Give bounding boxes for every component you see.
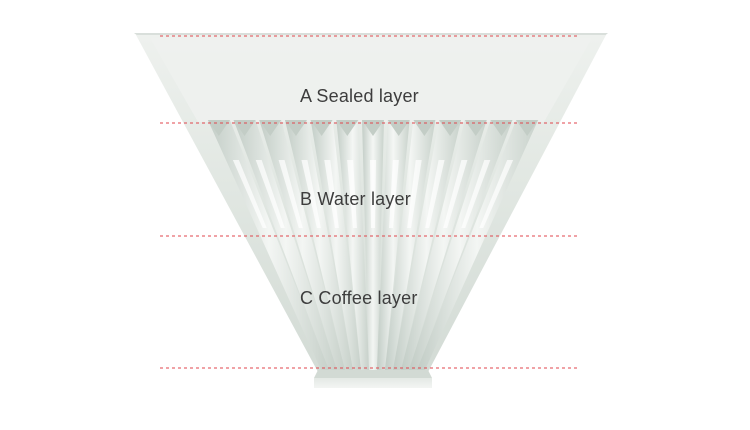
rib-slot	[389, 160, 399, 228]
cone-rib	[416, 120, 539, 372]
rib-notch	[284, 120, 307, 136]
cone-rib	[284, 120, 354, 372]
cone-rib	[400, 120, 487, 372]
cone-rib	[336, 120, 370, 372]
rib-notch	[310, 120, 333, 136]
cone-base	[314, 370, 432, 388]
water-layer-label: B Water layer	[300, 189, 411, 209]
rib-notch	[490, 120, 513, 136]
rib-slot	[479, 160, 514, 228]
coffee-layer-label: C Coffee layer	[300, 288, 418, 308]
rib-notch	[439, 120, 462, 136]
sealed-layer-label: A Sealed layer	[300, 86, 419, 106]
cone-rib	[362, 120, 384, 372]
rib-notch	[413, 120, 436, 136]
rib-slot	[324, 160, 339, 228]
rib-slot	[347, 160, 357, 228]
rib-slot	[425, 160, 445, 228]
rib-slot	[461, 160, 491, 228]
rib-notch	[516, 120, 539, 136]
cone-rib	[259, 120, 346, 372]
cone-rib	[384, 120, 436, 372]
rib-notch	[233, 120, 256, 136]
rib-slot	[443, 160, 468, 228]
rib-notch	[387, 120, 410, 136]
rib-slot	[301, 160, 321, 228]
rib-notch	[464, 120, 487, 136]
rib-slot	[407, 160, 422, 228]
rib-notch	[207, 120, 230, 136]
cone-rib	[392, 120, 462, 372]
rib-slot	[278, 160, 303, 228]
cone-rib	[233, 120, 338, 372]
cone-rib	[376, 120, 410, 372]
layer-dividers	[160, 35, 578, 369]
rib-slot	[255, 160, 285, 228]
cone-rib	[207, 120, 330, 372]
cone-ribs	[207, 120, 539, 372]
rib-notch	[362, 120, 384, 136]
cone-rib	[310, 120, 362, 372]
cone-rib	[408, 120, 513, 372]
rib-slot	[232, 160, 267, 228]
rib-notch	[259, 120, 282, 136]
rib-slot	[370, 160, 376, 228]
rib-notch	[336, 120, 359, 136]
